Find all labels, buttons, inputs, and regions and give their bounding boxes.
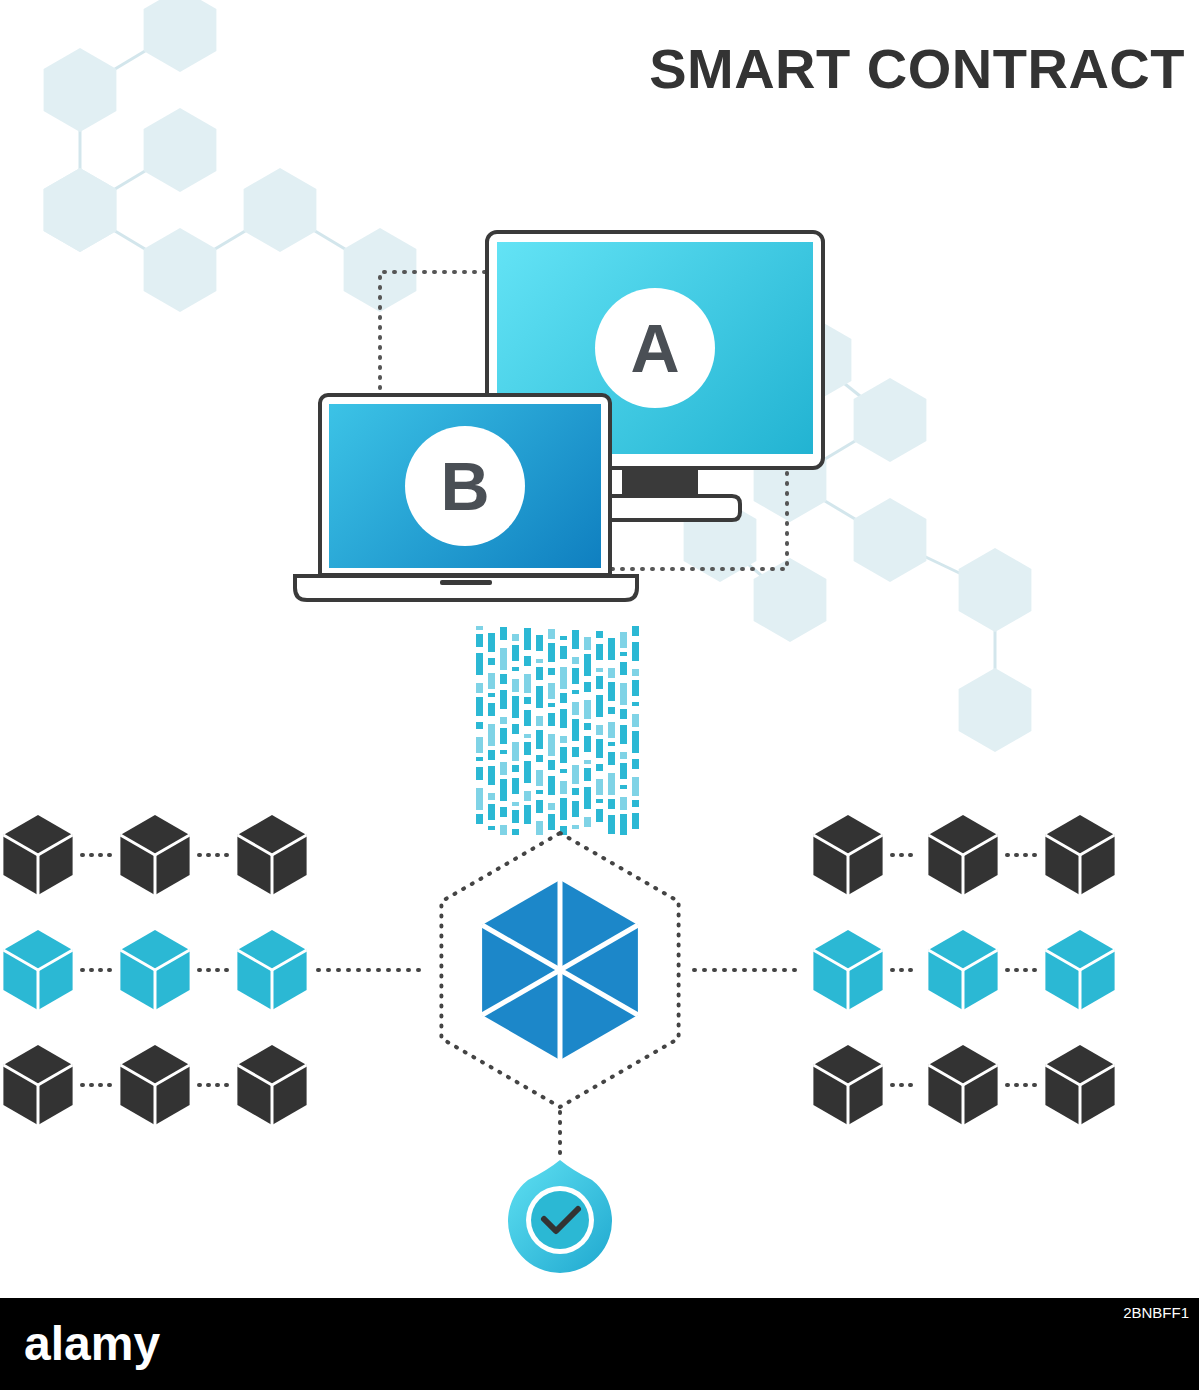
dotted-connector	[380, 272, 485, 393]
contract-cube-lines	[482, 880, 638, 1060]
contract-hexagon-outline	[441, 833, 678, 1107]
check-mark	[544, 1209, 578, 1231]
party-letter: A	[630, 314, 679, 382]
image-id: 2BNBFF1	[1123, 1304, 1189, 1321]
check-core	[531, 1191, 589, 1249]
laptop-screen: B	[318, 393, 612, 577]
data-stream	[476, 626, 639, 835]
monitor-stand	[622, 470, 698, 496]
screen-display: B	[329, 404, 601, 568]
watermark-bar	[0, 1298, 1199, 1390]
party-circle: A	[595, 288, 715, 408]
title: SMART CONTRACT	[649, 36, 1185, 101]
laptop-base	[295, 576, 637, 600]
party-letter: B	[440, 452, 489, 520]
dotted-connector	[612, 470, 787, 569]
watermark-logo: alamy	[24, 1316, 160, 1371]
check-ring	[526, 1186, 594, 1254]
laptop-notch	[440, 580, 492, 585]
hexagon-background	[44, 0, 1032, 752]
party-circle: B	[405, 426, 525, 546]
contract-cube	[482, 880, 638, 1060]
check-drop	[508, 1160, 612, 1273]
dotted-links	[318, 970, 804, 1158]
block-chain	[3, 815, 1114, 1125]
